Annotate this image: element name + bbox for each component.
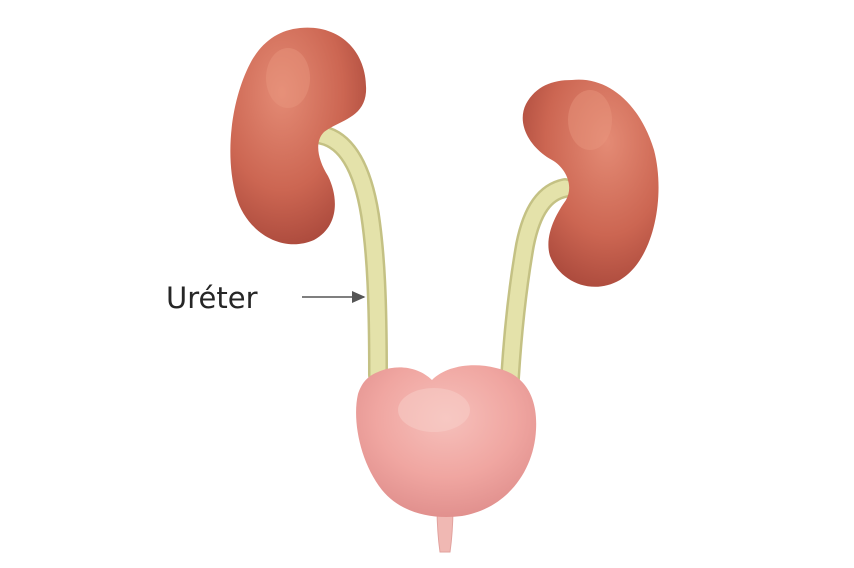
left-ureter-fill (314, 127, 386, 383)
right-kidney (522, 79, 659, 287)
bladder (356, 365, 537, 517)
left-kidney-highlight (266, 48, 310, 108)
bladder-highlight (398, 388, 470, 432)
right-ureter-fill (502, 180, 573, 386)
right-kidney-highlight (568, 90, 612, 150)
left-kidney (230, 27, 367, 245)
ureter-label: Uréter (166, 281, 258, 315)
